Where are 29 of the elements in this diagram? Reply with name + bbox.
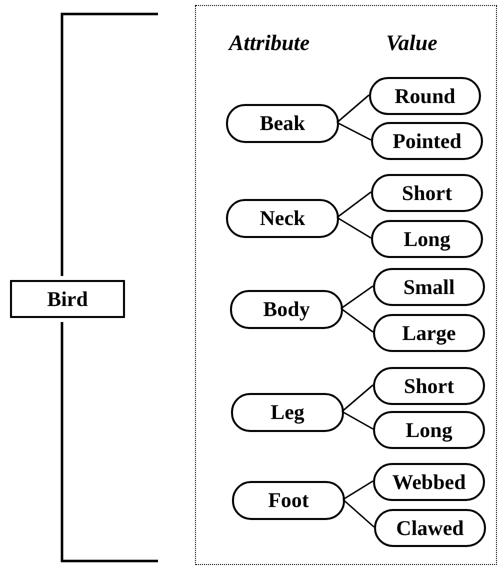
rounded-box: Short xyxy=(373,367,485,405)
connector-line xyxy=(342,384,374,412)
connector-line xyxy=(336,122,372,141)
rounded-box: Large xyxy=(373,314,485,352)
connector-line xyxy=(340,308,374,333)
rounded-box: Webbed xyxy=(373,463,485,501)
rounded-box: Long xyxy=(371,220,483,258)
connector-line xyxy=(336,191,372,218)
connector-line xyxy=(340,285,374,310)
connector-line xyxy=(342,498,374,528)
column-header: Value xyxy=(386,30,438,56)
rounded-box: Short xyxy=(371,174,483,212)
connector-line xyxy=(336,94,370,124)
rounded-box: Body xyxy=(230,290,343,329)
connector-line xyxy=(342,480,374,500)
rounded-box: Long xyxy=(373,411,485,449)
class-box: Bird xyxy=(10,280,125,318)
connector-line xyxy=(342,410,374,430)
rounded-box: Leg xyxy=(231,393,344,432)
rounded-box: Foot xyxy=(232,481,345,520)
dotted-panel xyxy=(195,5,497,565)
connector-line xyxy=(336,216,372,239)
rounded-box: Clawed xyxy=(374,509,486,547)
rounded-box: Neck xyxy=(226,199,339,238)
rounded-box: Pointed xyxy=(371,122,483,160)
rounded-box: Small xyxy=(373,268,485,306)
rounded-box: Beak xyxy=(226,104,339,143)
rounded-box: Round xyxy=(369,77,481,115)
column-header: Attribute xyxy=(229,30,310,56)
